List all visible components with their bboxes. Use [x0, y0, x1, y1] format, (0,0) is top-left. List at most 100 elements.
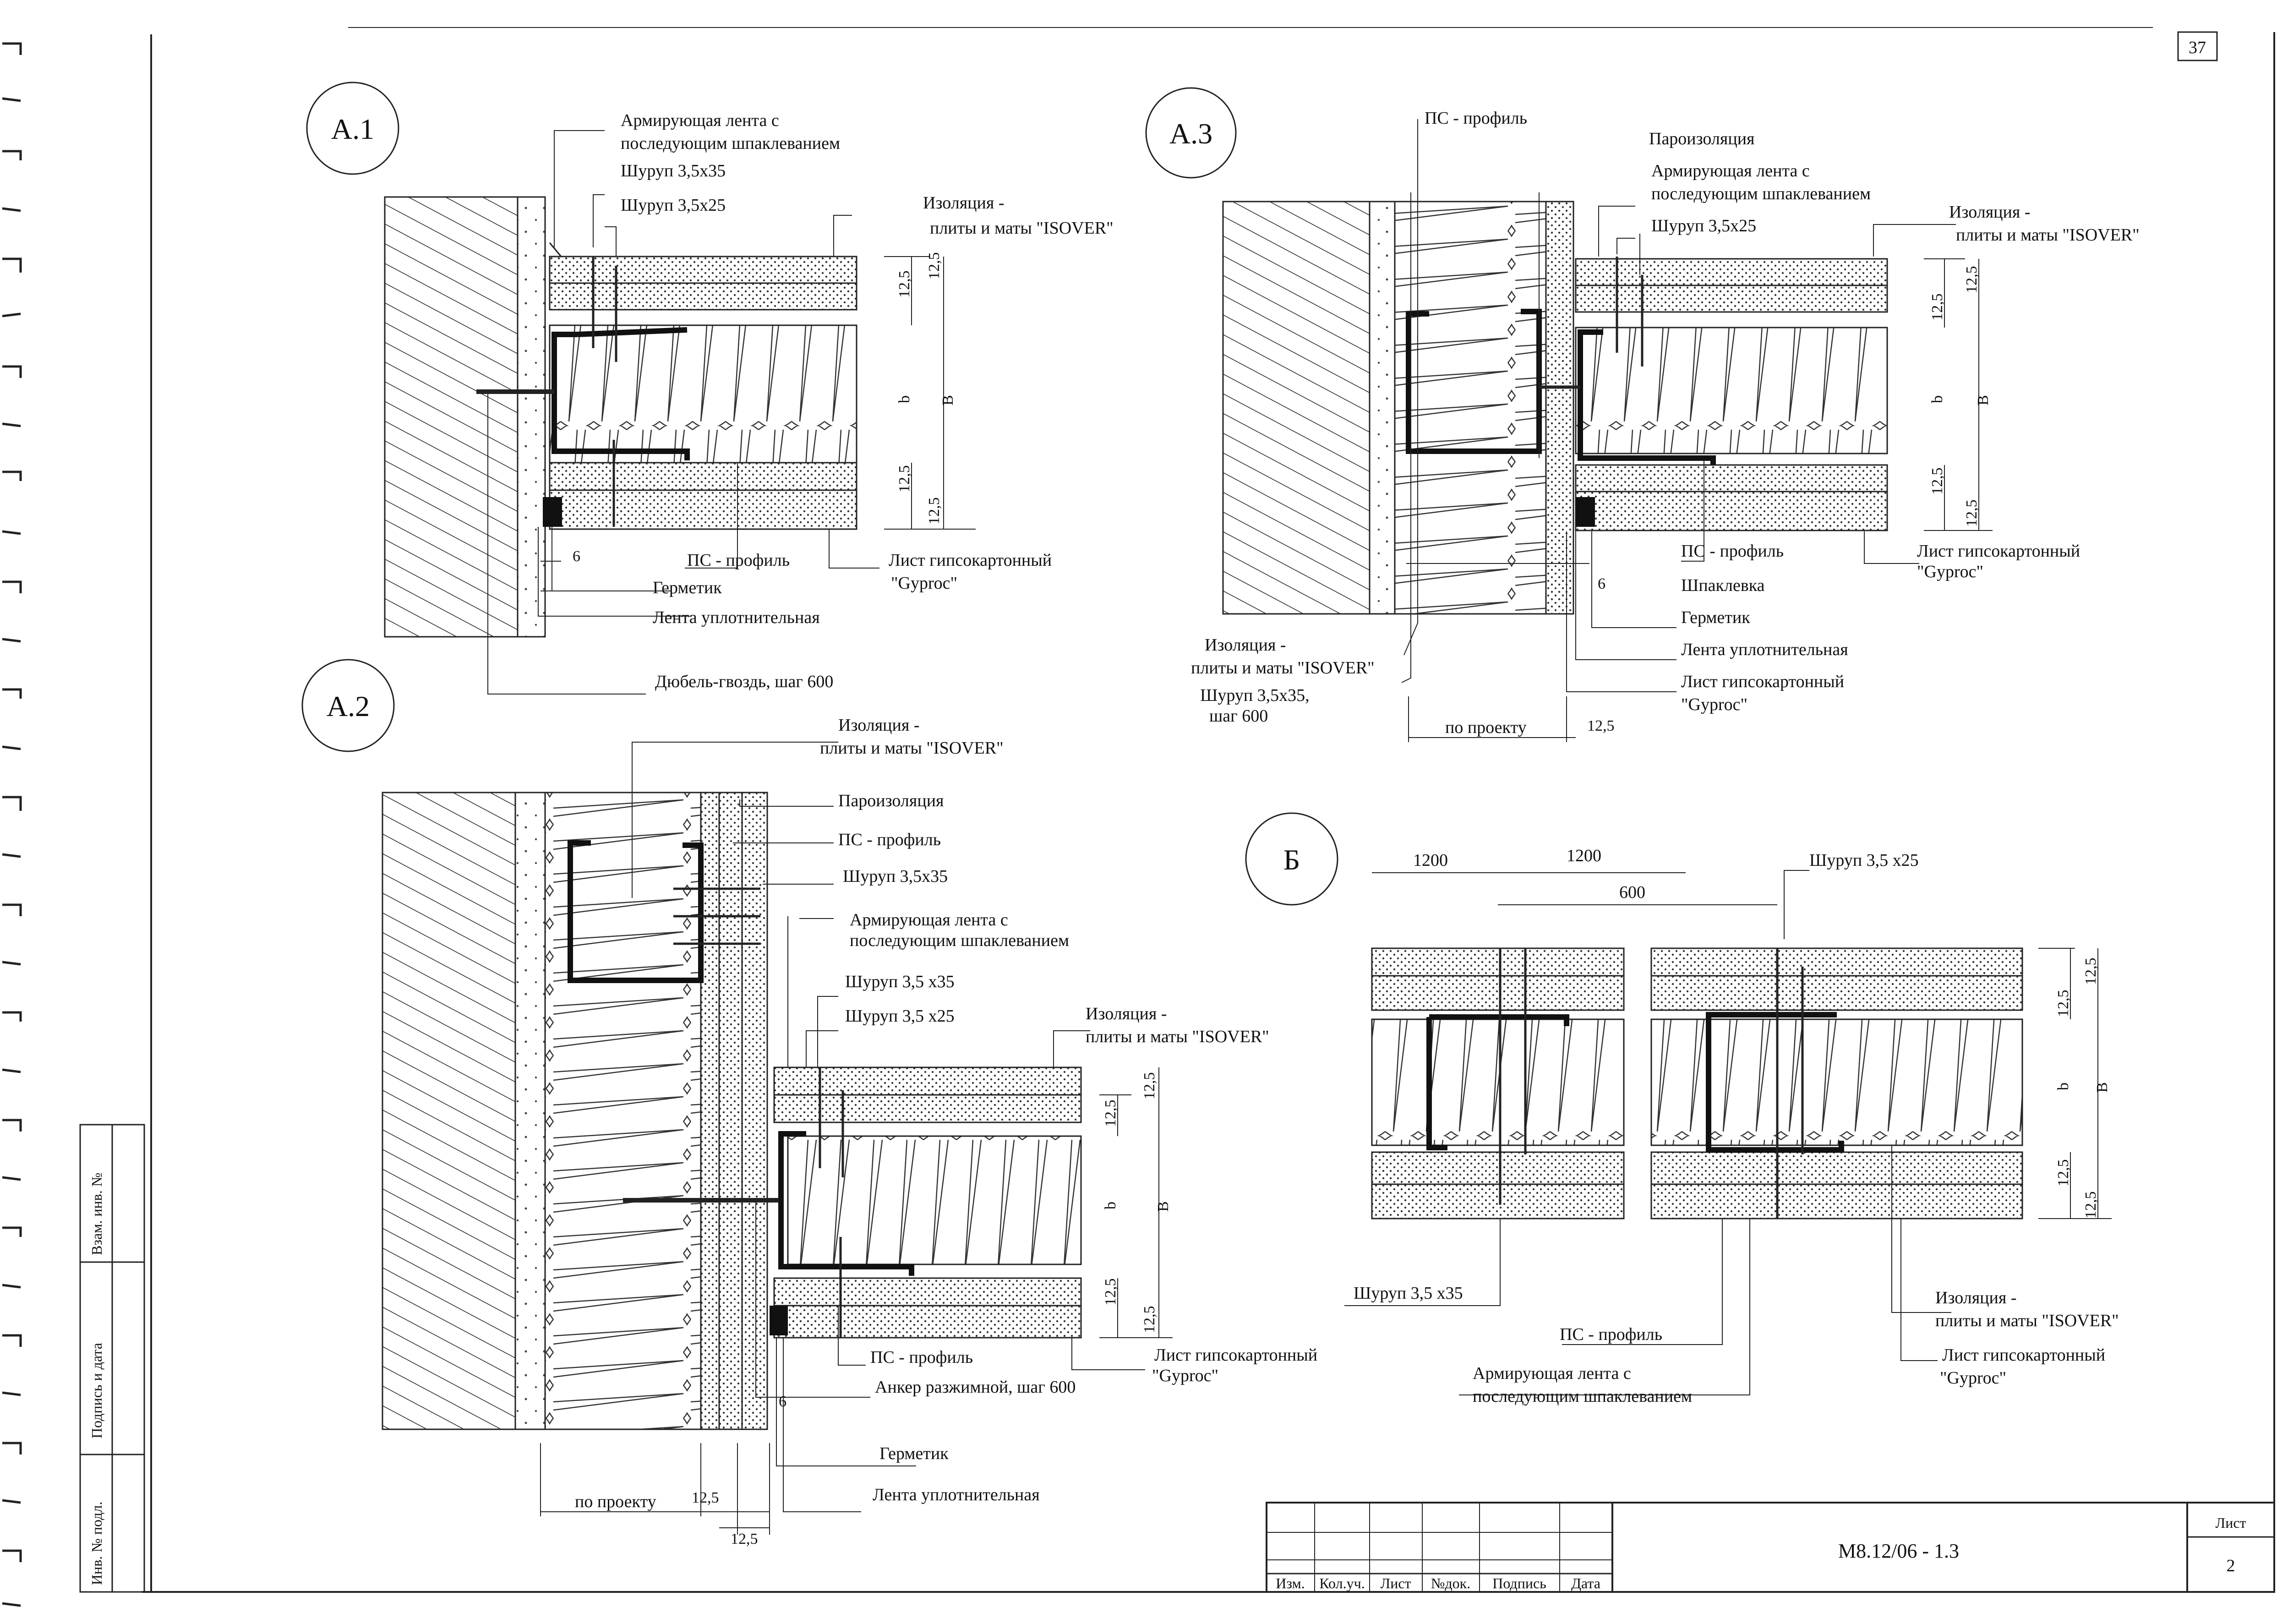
a2-sealant — [770, 1306, 788, 1335]
stamp-podpis-data: Подпись и дата — [88, 1343, 105, 1438]
a3-d125-b: 12,5 — [1963, 266, 1980, 294]
a3-wall-board — [1545, 201, 1574, 615]
a2-wall-board-3 — [741, 792, 768, 1430]
a1-gkl-2: "Gyproc" — [891, 574, 957, 593]
a2-d125-a: 12,5 — [692, 1489, 719, 1506]
a3-board-bot-2 — [1575, 491, 1888, 531]
a2-iso-2: плиты и маты "ISOVER" — [820, 738, 1004, 758]
a2-db: b — [1102, 1202, 1119, 1209]
a1-d125-d: 12,5 — [926, 498, 943, 525]
b-d125-d: 12,5 — [2082, 1192, 2099, 1219]
b-right-ps-profile — [1706, 1012, 1844, 1153]
a2-wall-board-2 — [718, 792, 743, 1430]
a1-d125-a: 12,5 — [896, 271, 913, 298]
a1-board-bot-2 — [549, 489, 857, 530]
b-d600: 600 — [1619, 883, 1645, 902]
a1-iso-2: плиты и маты "ISOVER" — [930, 219, 1114, 238]
b-left-board-top-2 — [1371, 975, 1625, 1011]
a1-ps-profile — [552, 327, 690, 460]
b-iso-2: плиты и маты "ISOVER" — [1935, 1311, 2119, 1330]
a1-gkl-1: Лист гипсокартонный — [889, 551, 1052, 570]
a3-screw-l1: Шуруп 3,5х35, — [1200, 686, 1310, 705]
a1-db: b — [896, 395, 913, 403]
b-right-board-bot-2 — [1650, 1183, 2023, 1219]
a2-mark-circle — [301, 659, 395, 752]
a3-gkl-2b: "Gyproc" — [1917, 562, 1983, 581]
a3-d125-c: 12,5 — [1929, 468, 1946, 495]
a2-d125-b: 12,5 — [731, 1531, 758, 1547]
page-number: 37 — [2189, 38, 2206, 57]
a1-dB: B — [939, 395, 956, 405]
a3-insulation — [1575, 327, 1888, 454]
a1-mark-circle — [306, 82, 399, 175]
a1-d125-b: 12,5 — [926, 252, 943, 280]
title-block: Изм. Кол.уч. Лист №док. Подпись Дата M8.… — [1266, 1502, 2275, 1593]
b-armir-2: последующим шпаклеванием — [1473, 1387, 1692, 1406]
detail-a3: А.3 — [1145, 87, 2140, 742]
a1-leaders — [487, 130, 976, 694]
a2-screw-25b: Шуруп 3,5 х25 — [845, 1006, 955, 1026]
a2-ps-profile — [778, 1131, 914, 1276]
sheet-label: Лист — [2215, 1515, 2246, 1531]
b-d125-b: 12,5 — [2082, 958, 2099, 985]
b-gkl-2: "Gyproc" — [1940, 1368, 2006, 1388]
a1-tape-tick — [549, 242, 562, 257]
a2-leaders — [540, 742, 1173, 1535]
a2-board-bot-1 — [773, 1277, 1082, 1307]
a3-iso-1: Изоляция - — [1949, 202, 2030, 222]
a1-d125-c: 12,5 — [896, 465, 913, 493]
a3-dB: B — [1975, 395, 1992, 405]
a3-d125-a: 12,5 — [1929, 294, 1946, 321]
tb-ndok: №док. — [1431, 1575, 1470, 1591]
a1-screw-35: Шуруп 3,5х35 — [621, 161, 726, 180]
a3-sealant — [1576, 497, 1595, 527]
a3-screw-l2: шаг 600 — [1209, 706, 1268, 726]
a2-ps-profile-wall — [568, 840, 704, 983]
a3-concrete-wall — [1222, 201, 1371, 615]
a3-ps-profile-wall — [1406, 309, 1542, 454]
b-gkl-1: Лист гипсокартонный — [1942, 1345, 2105, 1365]
stamp-inv-podl: Инв. № подл. — [88, 1502, 105, 1585]
sheet-number: 2 — [2227, 1556, 2235, 1575]
a3-iso-l1: Изоляция - — [1205, 635, 1286, 655]
detail-a1: А.1 Арми — [306, 82, 1114, 694]
a1-board-bot-1 — [549, 462, 857, 491]
a3-mark-circle — [1145, 87, 1237, 179]
a2-mark: А.2 — [327, 690, 370, 722]
a3-armir-2: последующим шпаклеванием — [1651, 184, 1871, 203]
a2-concrete-wall — [382, 792, 516, 1430]
b-mark: Б — [1283, 843, 1300, 876]
b-mark-circle — [1245, 812, 1338, 906]
a1-insulation — [549, 324, 857, 464]
a1-board-top-2 — [549, 282, 857, 311]
a1-mark: А.1 — [331, 113, 374, 145]
a3-paro: Пароизоляция — [1649, 129, 1755, 148]
b-iso-1: Изоляция - — [1935, 1288, 2016, 1307]
a3-board-top-2 — [1575, 284, 1888, 313]
b-d1200a: 1200 — [1413, 851, 1448, 870]
a1-ps: ПС - профиль — [687, 551, 790, 570]
a3-d125-d: 12,5 — [1963, 500, 1980, 527]
b-armir-1: Армирующая лента с — [1473, 1364, 1631, 1383]
b-left-insulation — [1371, 1018, 1625, 1146]
b-right-board-bot-1 — [1650, 1151, 2023, 1185]
b-d125-c: 12,5 — [2055, 1159, 2072, 1187]
detail-b: Б — [1245, 812, 2119, 1406]
a2-gkl-2: "Gyproc" — [1152, 1366, 1218, 1385]
b-right-panel — [1650, 947, 2023, 1219]
a2-dB: B — [1155, 1201, 1172, 1212]
a2-d125-d: 12,5 — [1141, 1072, 1158, 1100]
b-left-panel — [1371, 947, 1625, 1219]
side-stamp: Инв. № подл. Подпись и дата Взам. инв. № — [79, 1124, 145, 1593]
a2-ps2: ПС - профиль — [870, 1348, 973, 1367]
a2-board-top-1 — [773, 1066, 1082, 1096]
a1-iso-1: Изоляция - — [923, 193, 1004, 213]
b-db: b — [2055, 1083, 2072, 1090]
a1-d6: 6 — [573, 548, 580, 565]
b-d125-a: 12,5 — [2055, 990, 2072, 1017]
b-left-ps-profile — [1426, 1014, 1569, 1150]
a1-plaster — [517, 196, 546, 638]
a3-wall-insulation — [1394, 201, 1547, 615]
a2-ps: ПС - профиль — [838, 830, 941, 849]
b-ps: ПС - профиль — [1560, 1325, 1662, 1344]
